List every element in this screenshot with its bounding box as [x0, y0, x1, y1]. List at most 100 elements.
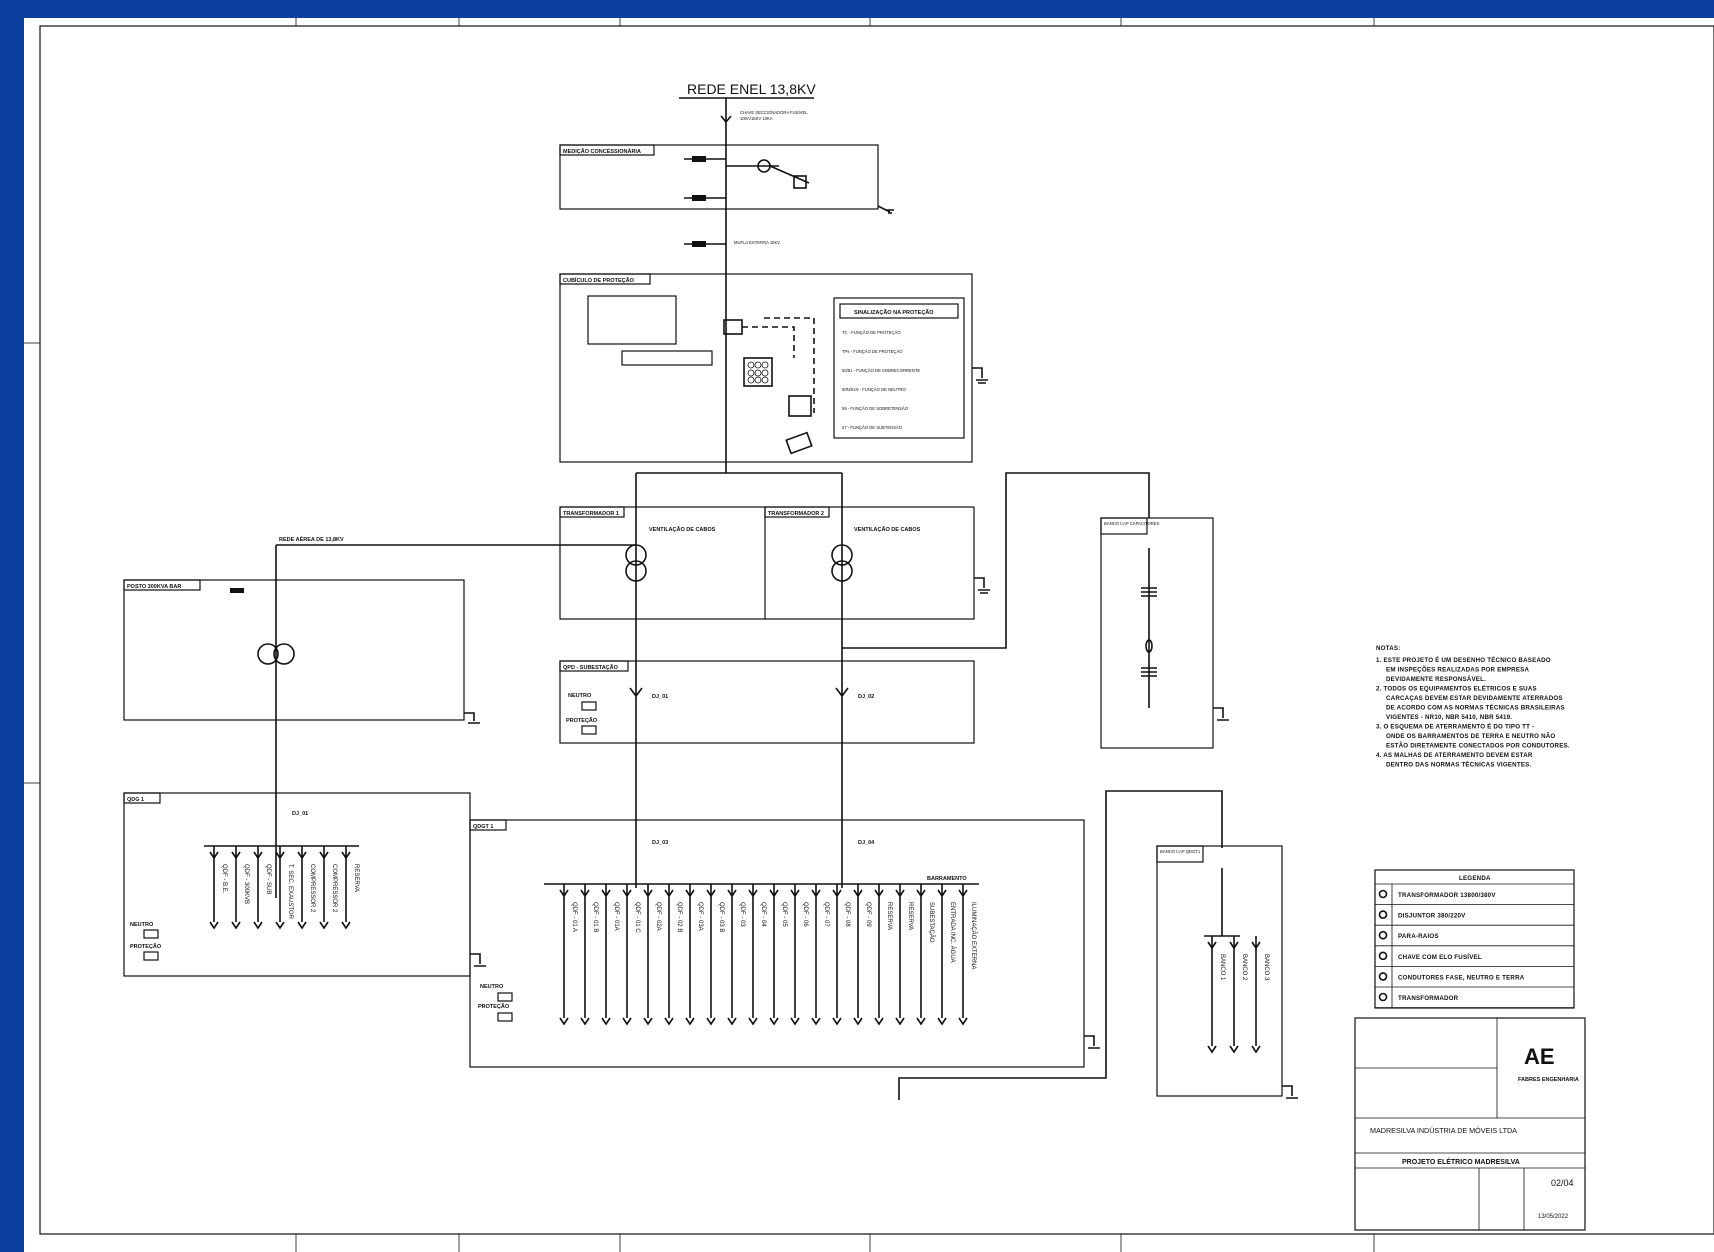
cubiculo-notes-box	[587, 295, 677, 345]
qdgt-breaker-icon[interactable]	[664, 889, 674, 898]
qdgt-breaker-icon[interactable]	[727, 889, 737, 898]
banco2-label: BANCO CAP QDGT1	[1160, 849, 1201, 854]
sinalizacao-item: 59 - FUNÇÃO DE SOBRETENSÃO	[842, 406, 909, 411]
qdg1-breaker-icon[interactable]	[209, 851, 219, 860]
qdgt-breaker-icon[interactable]	[685, 889, 695, 898]
sinalizacao-item: TC - FUNÇÃO DE PROTEÇÃO	[842, 330, 901, 335]
sinalizacao-item: 50N/51N - FUNÇÃO DE NEUTRO	[842, 387, 906, 392]
qpd-box	[559, 660, 975, 744]
qdg1-breaker-icon[interactable]	[231, 851, 241, 860]
qdgt-arrow-icon	[874, 1017, 884, 1026]
qdgt-feeder-label: QDF - 02A	[655, 902, 661, 931]
qdg1-breaker-icon[interactable]	[341, 851, 351, 860]
qdgt-dj03-label: DJ_03	[652, 840, 668, 846]
legend-symbol-icon	[1378, 910, 1388, 919]
qdgt-feeder-label: QDF - 01 A	[571, 902, 577, 932]
banco2-arrow-icon	[1207, 1045, 1217, 1054]
qdgt-breaker-icon[interactable]	[643, 889, 653, 898]
qdgt-protecao-label: PROTEÇÃO	[478, 1003, 510, 1010]
banco2-arrow-icon	[1251, 1045, 1261, 1054]
qdgt-feeder-label: RESERVA	[907, 902, 913, 930]
qdgt-breaker-icon[interactable]	[622, 889, 632, 898]
legend-symbol-icon	[1378, 951, 1388, 961]
note-line: ESTÃO DIRETAMENTE CONECTADOS POR CONDUTO…	[1386, 743, 1570, 750]
qdgt-breaker-icon[interactable]	[874, 889, 884, 898]
fuse-switch-icon	[720, 115, 732, 124]
banco2-breaker-icon[interactable]	[1229, 941, 1239, 950]
legend-item: TRANSFORMADOR	[1398, 995, 1459, 1002]
note-line: VIGENTES - NR10, NBR 5410, NBR 5419.	[1386, 714, 1512, 721]
diagram-title: REDE ENEL 13,8KV	[687, 81, 816, 97]
sheet-number: 02/04	[1551, 1178, 1574, 1188]
frame-ticks	[24, 18, 1375, 1252]
banco2-arrow-icon	[1229, 1045, 1239, 1054]
qdg1-box	[123, 792, 471, 977]
banco1-box	[1100, 517, 1214, 749]
qdgt-breaker-icon[interactable]	[958, 889, 968, 898]
note-line: EM INSPEÇÕES REALIZADAS POR EMPRESA	[1386, 667, 1529, 674]
qdgt-breaker-icon[interactable]	[748, 889, 758, 898]
qpd-label: QPD - SUBESTAÇÃO	[563, 664, 619, 671]
qdgt-breaker-icon[interactable]	[769, 889, 779, 898]
qdg1-breaker-label: DJ_01	[292, 811, 308, 817]
logo-name: FABRES ENGENHARIA	[1518, 1077, 1579, 1083]
legend-item: CHAVE COM ELO FUSÍVEL	[1398, 953, 1482, 961]
ground-icon	[886, 209, 894, 214]
qdgt-breaker-icon[interactable]	[790, 889, 800, 898]
rede-aerea-label: REDE AÉREA DE 13,8KV	[279, 535, 344, 543]
qdgt-arrow-icon	[916, 1017, 926, 1026]
qdgt-arrow-icon	[895, 1017, 905, 1026]
qdg1-arrow-icon	[209, 921, 219, 930]
note-line: 1. ESTE PROJETO É UM DESENHO TÉCNICO BAS…	[1376, 656, 1551, 664]
qdgt-breaker-icon[interactable]	[895, 889, 905, 898]
legend-item: PARA-RAIOS	[1398, 933, 1439, 940]
note-line: DENTRO DAS NORMAS TÉCNICAS VIGENTES.	[1386, 761, 1531, 769]
title-block	[1354, 1017, 1586, 1231]
qdgt1-box	[469, 819, 1085, 1068]
note-line: 4. AS MALHAS DE ATERRAMENTO DEVEM ESTAR	[1376, 752, 1533, 759]
qdgt-breaker-icon[interactable]	[916, 889, 926, 898]
legend-item: TRANSFORMADOR 13800/380V	[1398, 892, 1496, 899]
qdg1-arrow-icon	[253, 921, 263, 930]
transformer-box	[559, 506, 975, 620]
medicao-box	[559, 144, 879, 210]
qdgt-feeder-label: QDF - 03	[739, 902, 745, 927]
qdgt-breaker-icon[interactable]	[853, 889, 863, 898]
qdgt-breaker-icon[interactable]	[601, 889, 611, 898]
qdgt-dj04-label: DJ_04	[858, 840, 875, 846]
ventilacao-label-2: VENTILAÇÃO DE CABOS	[854, 526, 921, 533]
qdg1-feeder-label: COMPRESSOR 2	[309, 864, 315, 913]
qdgt-feeder-label: QDF - 01 C	[634, 902, 640, 933]
qdgt-arrow-icon	[664, 1017, 674, 1026]
banco2-feeder-label: BANCO 3	[1263, 954, 1269, 981]
qdgt-feeder-label: RESERVA	[886, 902, 892, 930]
qdgt-arrow-icon	[748, 1017, 758, 1026]
legend-symbol-icon	[1378, 889, 1388, 899]
qdgt-feeder-label: QDF - 03A	[697, 902, 703, 931]
qdgt-breaker-icon[interactable]	[811, 889, 821, 898]
banco2-feed	[898, 790, 1223, 1100]
legend-symbol-icon	[1378, 930, 1388, 940]
qdgt-feeder-label: QDF - 04	[760, 902, 766, 927]
battery-icon	[785, 431, 813, 455]
legend-box	[1374, 869, 1575, 1009]
qdgt-feeder-label: QDF - 07	[823, 902, 829, 927]
qdgt-breaker-icon[interactable]	[832, 889, 842, 898]
transformer-2-icon	[831, 544, 853, 582]
qdgt-breaker-icon[interactable]	[706, 889, 716, 898]
qpd-dj01-label: DJ_01	[652, 694, 668, 700]
qdgt-breaker-icon[interactable]	[580, 889, 590, 898]
banco2-breaker-icon[interactable]	[1207, 941, 1217, 950]
qdgt-breaker-icon[interactable]	[937, 889, 947, 898]
banco1-label: BANCO CAP CAPACITORES	[1104, 521, 1160, 526]
qdg1-breaker-icon[interactable]	[319, 851, 329, 860]
banco2-breaker-icon[interactable]	[1251, 941, 1261, 950]
posto-box	[123, 579, 465, 721]
qdg1-breaker-icon[interactable]	[297, 851, 307, 860]
qdg1-breaker-icon[interactable]	[275, 851, 285, 860]
note-line: ONDE OS BARRAMENTOS DE TERRA E NEUTRO NÃ…	[1386, 733, 1555, 740]
qdg1-breaker-icon[interactable]	[253, 851, 263, 860]
qdgt-feeder-label: QDF - 05	[781, 902, 787, 927]
qdgt-breaker-icon[interactable]	[559, 889, 569, 898]
